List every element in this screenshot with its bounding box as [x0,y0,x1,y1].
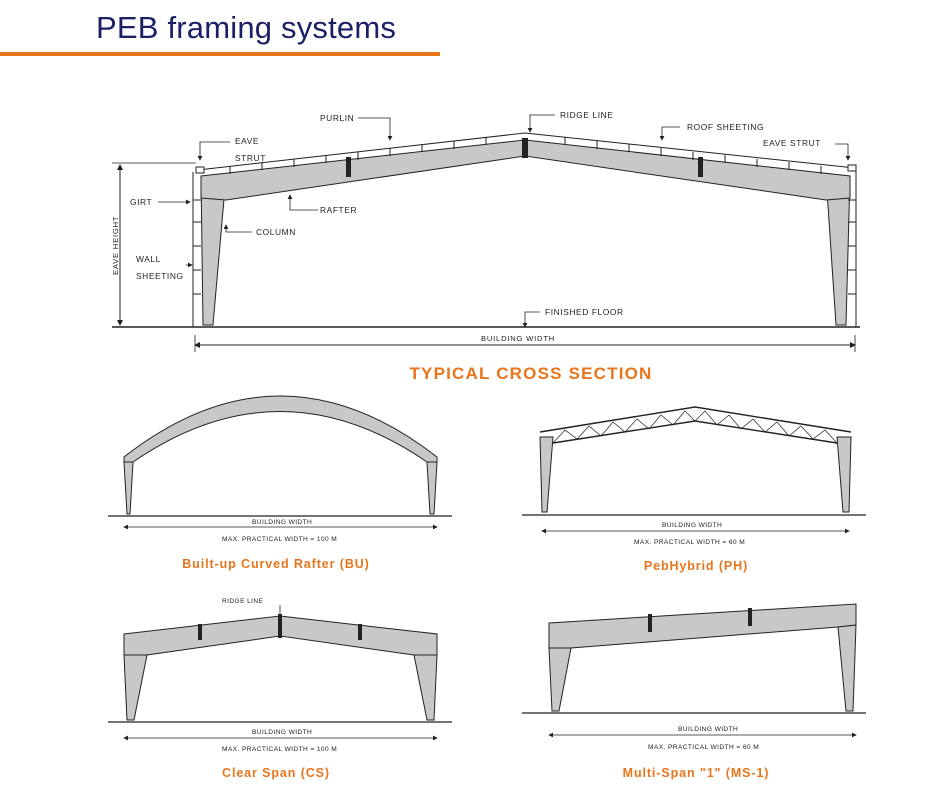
ph-truss-top [539,406,852,433]
system-ms1: BUILDING WIDTH MAX. PRACTICAL WIDTH = 60… [522,603,866,751]
wall-sheeting-label-2: SHEETING [136,271,184,281]
splice-ridge [522,138,528,158]
cs-column-right [413,654,438,721]
roof-sheeting [197,132,856,171]
ms1-rafter [548,603,857,649]
system-cs: RIDGE LINE BUILDING WIDTH MAX. PRACTICAL… [108,598,452,753]
cs-ridge-label: RIDGE LINE [222,598,264,605]
ms1-splice-1 [648,614,652,632]
splice-right [698,157,703,177]
cs-width-label: BUILDING WIDTH [252,729,312,736]
cs-max-width: MAX. PRACTICAL WIDTH = 100 M [222,746,337,753]
bu-width-label: BUILDING WIDTH [252,519,312,526]
cs-column-left [123,654,148,721]
cs-splice-right [358,624,362,640]
ridge-line-label: RIDGE LINE [560,110,613,120]
girts-left [193,199,201,295]
purlins-right [564,137,822,174]
ph-max-width: MAX. PRACTICAL WIDTH = 60 M [634,539,745,546]
ph-width-label: BUILDING WIDTH [662,522,722,529]
bu-column-left [123,461,134,515]
leader-lines [158,114,851,328]
ph-truss-bottom [552,420,838,444]
eave-strut-left-label-1: EAVE [235,136,259,146]
ph-column-left [539,436,554,513]
eave-strut-left [195,166,205,174]
system-ph: BUILDING WIDTH MAX. PRACTICAL WIDTH = 60… [522,406,866,546]
bu-max-width: MAX. PRACTICAL WIDTH = 100 M [222,536,337,543]
rafter-left [200,139,526,201]
system-bu: BUILDING WIDTH MAX. PRACTICAL WIDTH = 10… [108,395,452,543]
bu-curved-rafter [123,395,438,463]
bu-column-right [426,461,438,515]
purlins-left [229,137,487,174]
ms1-width-label: BUILDING WIDTH [678,726,738,733]
rafter-right [524,139,851,201]
eave-strut-right-label: EAVE STRUT [763,138,821,148]
ms1-max-width: MAX. PRACTICAL WIDTH = 60 M [648,744,759,751]
ms1-splice-2 [748,608,752,626]
girt-label: GIRT [130,197,152,207]
ph-caption: PebHybrid (PH) [643,559,749,573]
title-underline [0,52,440,56]
ms1-column-right [837,624,857,712]
ph-truss-web [552,410,838,444]
main-caption: TYPICAL CROSS SECTION [409,364,653,383]
bu-caption: Built-up Curved Rafter (BU) [182,557,370,571]
ms1-column-left [548,647,572,712]
ph-column-right [836,436,852,513]
splice-left [346,157,351,177]
column-label: COLUMN [256,227,296,237]
eave-strut-right [847,164,857,172]
page-title: PEB framing systems [96,10,397,45]
purlin-label: PURLIN [320,113,354,123]
main-cross-section: PURLIN RIDGE LINE ROOF SHEETING EAVE STR… [111,110,860,352]
ms1-caption: Multi-Span "1" (MS-1) [622,766,770,780]
building-width-label: BUILDING WIDTH [481,334,555,343]
cs-caption: Clear Span (CS) [222,766,330,780]
roof-sheeting-label: ROOF SHEETING [687,122,764,132]
finished-floor-label: FINISHED FLOOR [545,307,624,317]
cs-splice-ridge [278,614,282,638]
rafter-label: RAFTER [320,205,357,215]
eave-strut-left-label-2: STRUT [235,153,266,163]
girts-right [848,199,856,295]
cs-splice-left [198,624,202,640]
wall-sheeting-label-1: WALL [136,254,161,264]
eave-height-label: EAVE HEIGHT [111,216,120,275]
